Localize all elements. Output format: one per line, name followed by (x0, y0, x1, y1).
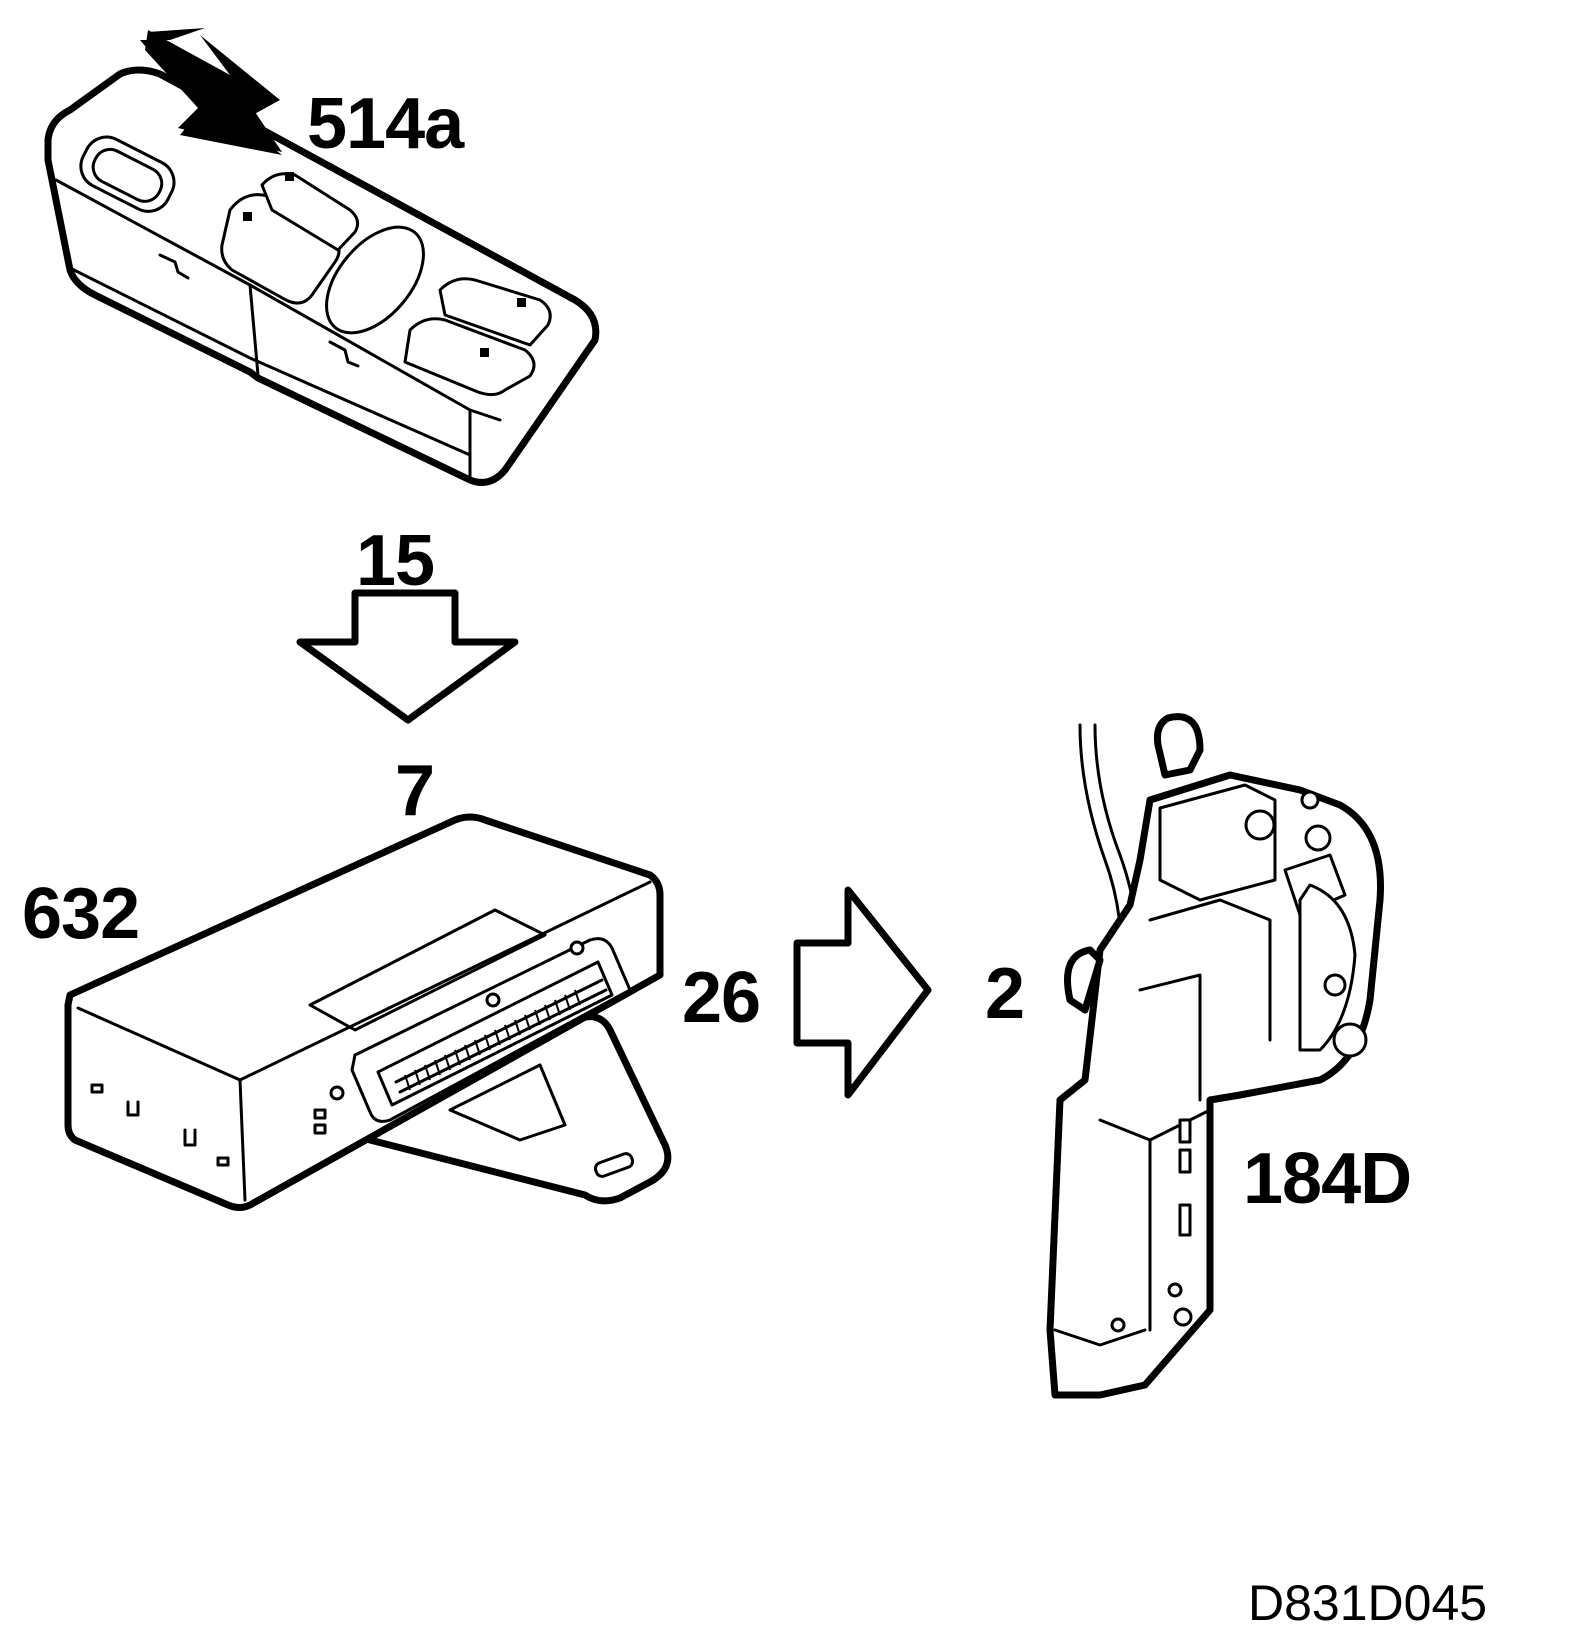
label-184d: 184D (1243, 1139, 1412, 1219)
label-2: 2 (985, 954, 1025, 1034)
label-15: 15 (356, 521, 435, 601)
solid-pointer-arrow-icon (140, 28, 282, 152)
label-26: 26 (682, 958, 761, 1038)
hollow-right-arrow-icon (793, 886, 932, 1099)
window-switch-panel (44, 66, 600, 486)
hollow-down-arrow-icon (296, 589, 519, 724)
label-514a: 514a (307, 84, 464, 164)
control-module (64, 813, 672, 1211)
door-lock-actuator (1046, 713, 1384, 1399)
label-7: 7 (395, 751, 435, 831)
label-632: 632 (22, 874, 140, 954)
drawing-code: D831D045 (1248, 1575, 1488, 1631)
